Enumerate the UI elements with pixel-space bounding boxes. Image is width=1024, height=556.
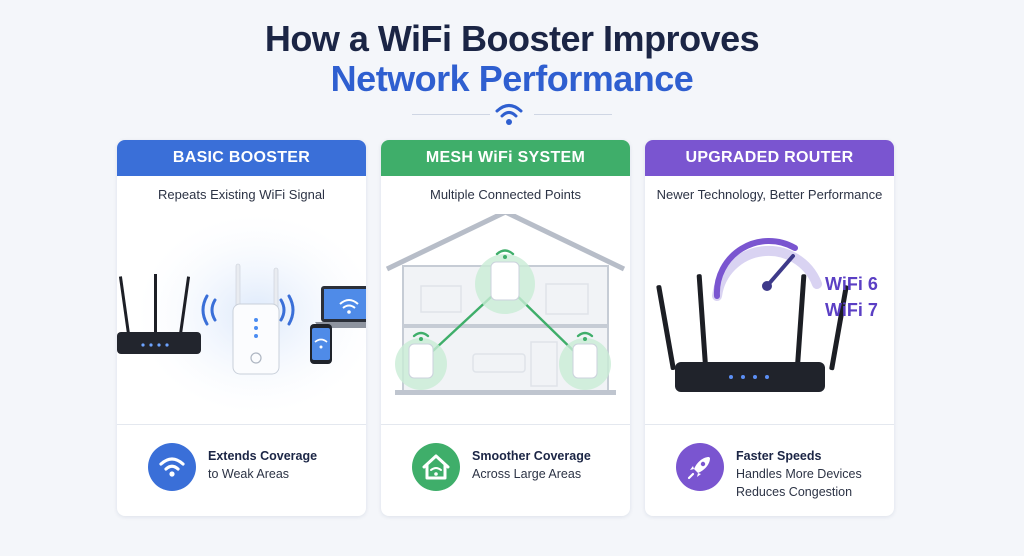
mesh-node-icon xyxy=(572,331,598,379)
card-separator xyxy=(645,424,894,425)
card-separator xyxy=(117,424,366,425)
feature-line: Handles More Devices xyxy=(736,467,862,481)
feature-line: to Weak Areas xyxy=(208,467,290,481)
feature-line: Smoother Coverage xyxy=(472,449,591,463)
feature-line: Faster Speeds xyxy=(736,449,822,463)
wifi6-label: WiFi 6 xyxy=(825,274,878,294)
divider-right xyxy=(534,114,612,115)
card-subtitle: Repeats Existing WiFi Signal xyxy=(158,187,325,202)
mesh-node-icon xyxy=(408,331,434,379)
card-upgraded-router: UPGRADED ROUTER Newer Technology, Better… xyxy=(645,140,894,516)
booster-illustration xyxy=(117,214,366,414)
feature-line: Extends Coverage xyxy=(208,449,318,463)
phone-icon xyxy=(310,324,332,364)
laptop-icon xyxy=(315,286,366,328)
card-heading: BASIC BOOSTER xyxy=(117,140,366,176)
card-subtitle: Newer Technology, Better Performance xyxy=(656,187,883,202)
feature-text: Faster Speeds Handles More Devices Reduc… xyxy=(736,447,862,501)
card-subtitle: Multiple Connected Points xyxy=(429,187,582,202)
router-icon xyxy=(117,274,201,354)
feature-text: Extends Coverage to Weak Areas xyxy=(208,447,317,483)
feature-text: Smoother Coverage Across Large Areas xyxy=(472,447,591,483)
feature-badge xyxy=(412,443,460,491)
home-wifi-icon xyxy=(422,454,450,480)
router-icon xyxy=(656,274,849,392)
speedometer-icon xyxy=(712,238,822,301)
booster-icon xyxy=(232,263,280,375)
feature-line: Across Large Areas xyxy=(472,467,582,481)
card-heading: UPGRADED ROUTER xyxy=(645,140,894,176)
card-mesh-wifi-system: MESH WiFi SYSTEM Multiple Connected Poin… xyxy=(381,140,630,516)
page-title-line1: How a WiFi Booster Improves xyxy=(264,18,760,59)
wifi-icon xyxy=(159,457,185,477)
router-illustration xyxy=(656,238,849,392)
feature-line: Reduces Congestion xyxy=(736,485,853,499)
card-basic-booster: BASIC BOOSTER Repeats Existing WiFi Sign… xyxy=(117,140,366,516)
feature-badge xyxy=(148,443,196,491)
page-title-line2: Network Performance xyxy=(330,58,694,99)
card-heading: MESH WiFi SYSTEM xyxy=(381,140,630,176)
wifi-icon xyxy=(495,104,523,125)
mesh-node-icon xyxy=(490,249,520,301)
feature-badge xyxy=(676,443,724,491)
mesh-house-illustration xyxy=(385,214,626,395)
rocket-icon xyxy=(687,457,710,480)
divider-left xyxy=(412,114,490,115)
card-separator xyxy=(381,424,630,425)
wifi7-label: WiFi 7 xyxy=(825,300,878,320)
